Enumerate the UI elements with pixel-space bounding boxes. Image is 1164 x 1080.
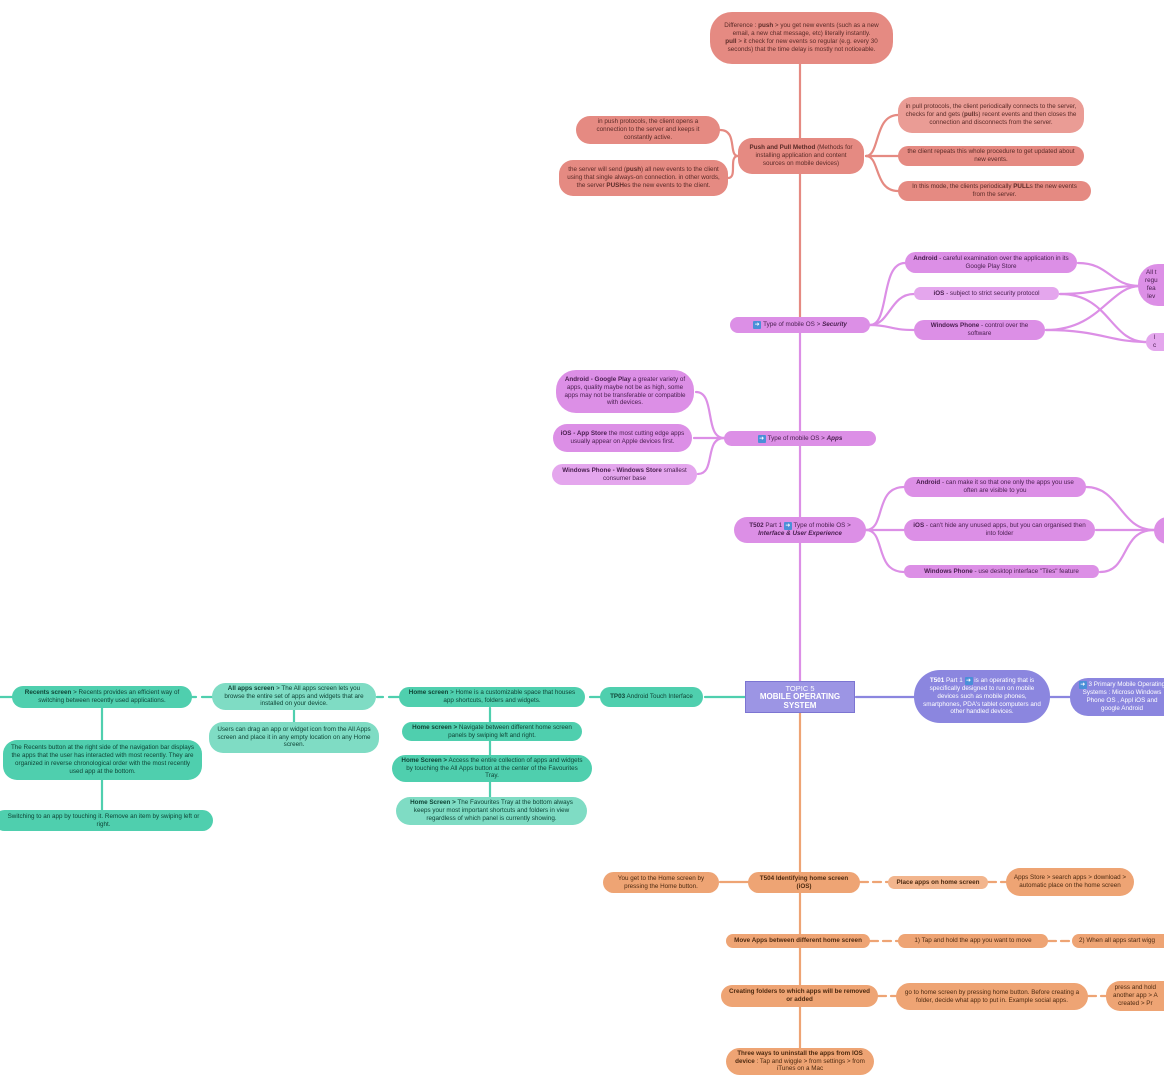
arrow-icon: ➜ xyxy=(964,676,973,685)
node-recents-switch[interactable]: Switching to an app by touching it. Remo… xyxy=(0,810,213,831)
node-folders-step-2[interactable]: press and hold another app > A created >… xyxy=(1106,981,1164,1011)
node-ui-right xyxy=(1154,517,1164,544)
node-home-access[interactable]: Home Screen > Access the entire collecti… xyxy=(392,755,592,782)
node-security-right-2[interactable]: l c xyxy=(1146,333,1164,351)
arrow-icon: ➜ xyxy=(757,434,766,443)
link-ui-r1 xyxy=(1084,485,1156,532)
node-push-pull-difference[interactable]: Difference : push > you get new events (… xyxy=(710,12,893,64)
node-pull-protocols[interactable]: in pull protocols, the client periodical… xyxy=(898,97,1084,133)
node-move-apps[interactable]: Move Apps between different home screen xyxy=(726,934,870,948)
node-pull-mode[interactable]: In this mode, the clients periodically P… xyxy=(898,181,1091,201)
node-interface-ux[interactable]: T502 Part 1 ➜ Type of mobile OS > Interf… xyxy=(734,517,866,543)
node-home-favourites[interactable]: Home Screen > The Favourites Tray at the… xyxy=(396,797,587,825)
node-three-primary-os[interactable]: ➜ 3 Primary Mobile Operating Systems : M… xyxy=(1070,678,1164,716)
node-place-apps[interactable]: Place apps on home screen xyxy=(888,876,988,889)
node-security-wp[interactable]: Windows Phone - control over the softwar… xyxy=(914,320,1045,340)
link-sec-r4 xyxy=(1044,328,1148,344)
node-ui-wp[interactable]: Windows Phone - use desktop interface "T… xyxy=(904,565,1099,578)
node-pull-repeat[interactable]: the client repeats this whole procedure … xyxy=(898,146,1084,166)
node-uninstall[interactable]: Three ways to uninstall the apps from IO… xyxy=(726,1048,874,1075)
node-ui-ios[interactable]: iOS - can't hide any unused apps, but yo… xyxy=(904,519,1095,541)
link-sec-a xyxy=(868,261,907,327)
node-apps-android[interactable]: Android - Google Play a greater variety … xyxy=(556,370,694,413)
arrow-icon: ➜ xyxy=(783,522,792,531)
node-recents-button[interactable]: The Recents button at the right side of … xyxy=(3,740,202,780)
link-ui-r3 xyxy=(1098,528,1156,574)
node-creating-folders[interactable]: Creating folders to which apps will be r… xyxy=(721,985,878,1007)
node-security[interactable]: ➜Type of mobile OS > Security xyxy=(730,317,870,333)
link-sec-r3 xyxy=(1044,284,1142,332)
node-apps-wp[interactable]: Windows Phone - Windows Store smallest c… xyxy=(552,464,697,485)
node-home-navigate[interactable]: Home screen > Navigate between different… xyxy=(402,722,582,741)
node-home-screen[interactable]: Home screen > Home is a customizable spa… xyxy=(399,687,585,707)
node-security-ios[interactable]: iOS - subject to strict security protoco… xyxy=(914,287,1059,300)
node-push-protocols[interactable]: in push protocols, the client opens a co… xyxy=(576,116,720,144)
link-sec-w xyxy=(868,323,916,332)
link-red-right xyxy=(864,113,900,158)
node-security-android[interactable]: Android - careful examination over the a… xyxy=(905,252,1077,273)
node-push-and-pull-method[interactable]: Push and Pull Method (Methods for instal… xyxy=(738,138,864,174)
node-tp03[interactable]: TP03 Android Touch Interface xyxy=(600,687,703,707)
link-sec-r1 xyxy=(1076,261,1142,288)
node-folders-step-1[interactable]: go to home screen by pressing home butto… xyxy=(896,983,1088,1010)
central-topic[interactable]: TOPIC 5 MOBILE OPERATING SYSTEM xyxy=(745,681,855,713)
node-security-right-1[interactable]: All t regu fea lev xyxy=(1138,264,1164,306)
node-all-apps-drag[interactable]: Users can drag an app or widget icon fro… xyxy=(209,722,379,753)
link-ui-a xyxy=(864,485,906,532)
node-move-step-1[interactable]: 1) Tap and hold the app you want to move xyxy=(898,934,1048,948)
arrow-icon: ➜ xyxy=(753,321,762,329)
node-t501[interactable]: T501 Part 1 ➜ is an operating that is sp… xyxy=(914,670,1050,723)
node-apps-ios[interactable]: iOS - App Store the most cutting edge ap… xyxy=(553,424,692,452)
node-all-apps[interactable]: All apps screen > The All apps screen le… xyxy=(212,683,376,710)
link-sec-r5 xyxy=(1058,292,1148,344)
arrow-icon: ➜ xyxy=(1078,681,1087,690)
node-t504[interactable]: T504 Identifying home screen (iOS) xyxy=(748,872,860,893)
node-place-apps-store[interactable]: Apps Store > search apps > download > au… xyxy=(1006,868,1134,896)
node-push-server[interactable]: the server will send (push) all new even… xyxy=(559,160,728,196)
node-move-step-2[interactable]: 2) When all apps start wigg xyxy=(1072,934,1164,948)
node-recents[interactable]: Recents screen > Recents provides an eff… xyxy=(12,686,192,708)
link-apps-a xyxy=(694,390,726,440)
link-ui-w xyxy=(864,528,906,574)
link-sec-r2 xyxy=(1058,284,1142,296)
link-apps-w xyxy=(696,436,726,476)
link-red-right3 xyxy=(864,154,900,193)
link-red-left2 xyxy=(726,154,740,180)
node-apps[interactable]: ➜Type of mobile OS > Apps xyxy=(724,431,876,446)
node-t504-home-button[interactable]: You get to the Home screen by pressing t… xyxy=(603,872,719,893)
link-red-left xyxy=(718,128,740,158)
node-ui-android[interactable]: Android - can make it so that one only t… xyxy=(904,477,1086,497)
